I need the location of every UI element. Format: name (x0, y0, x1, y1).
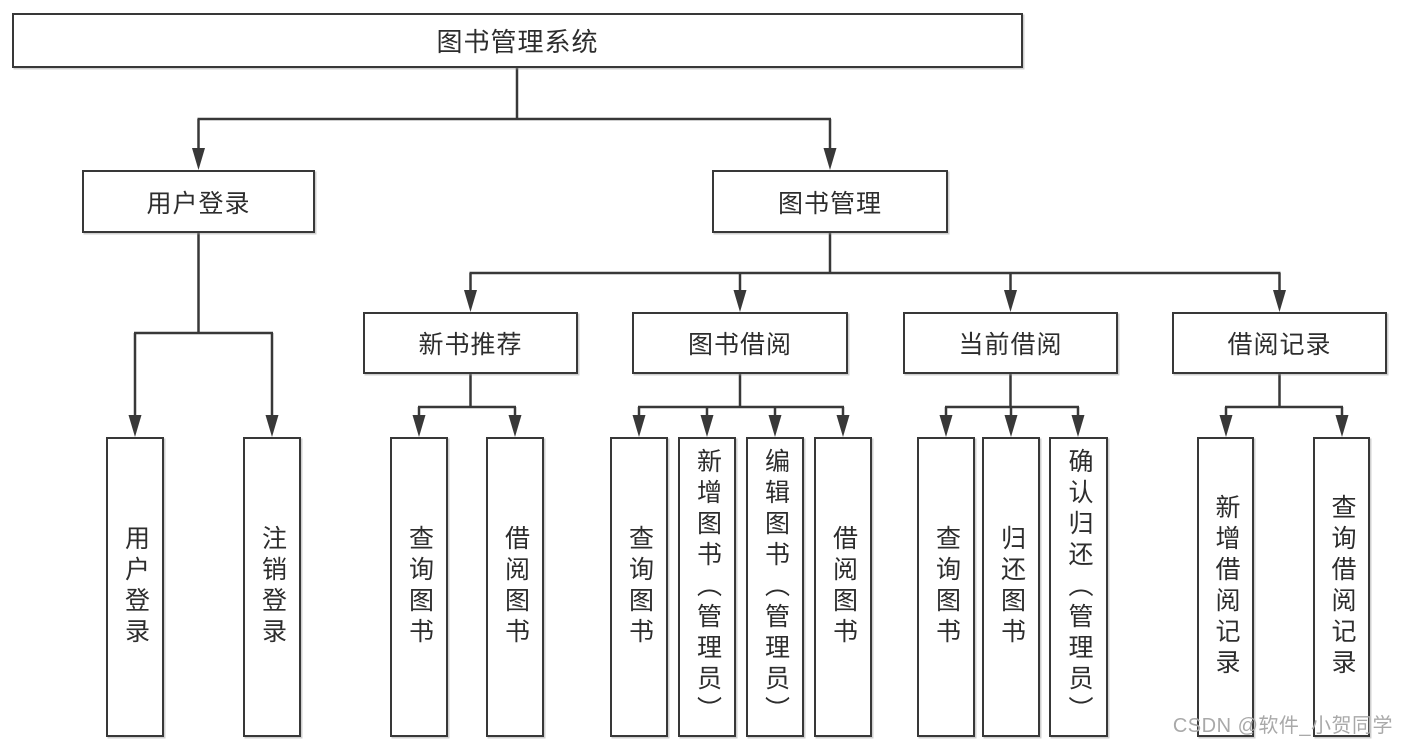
leaf-label: 查询借阅记录 (1328, 494, 1356, 680)
watermark-credit: CSDN @软件_小贺同学 (1172, 715, 1393, 737)
leaf-query-books-recommend: 查询图书 (390, 437, 448, 737)
leaf-label: 编辑图书（管理员） (761, 447, 790, 727)
leaf-label: 注销登录 (258, 525, 287, 649)
leaf-label: 确认归还（管理员） (1065, 447, 1093, 727)
leaf-borrow-books-recommend: 借阅图书 (486, 437, 544, 737)
node-current-borrow: 当前借阅 (903, 312, 1118, 374)
leaf-label: 用户登录 (121, 525, 150, 649)
leaf-add-borrow-record: 新增借阅记录 (1197, 437, 1254, 737)
leaf-logout-login: 注销登录 (243, 437, 301, 737)
leaf-edit-books-admin: 编辑图书（管理员） (746, 437, 804, 737)
leaf-query-books-current: 查询图书 (917, 437, 975, 737)
leaf-label: 新增借阅记录 (1212, 494, 1240, 680)
node-user-login: 用户登录 (82, 170, 315, 233)
leaf-user-login: 用户登录 (106, 437, 164, 737)
node-new-book-recommend: 新书推荐 (363, 312, 578, 374)
node-borrow-records: 借阅记录 (1172, 312, 1387, 374)
leaf-label: 查询图书 (625, 525, 654, 649)
leaf-query-books-borrow: 查询图书 (610, 437, 668, 737)
leaf-label: 借阅图书 (501, 525, 530, 649)
leaf-label: 新增图书（管理员） (693, 447, 722, 727)
leaf-label: 查询图书 (405, 525, 434, 649)
node-library-system: 图书管理系统 (12, 13, 1023, 68)
leaf-return-books: 归还图书 (982, 437, 1040, 737)
leaf-label: 归还图书 (997, 525, 1026, 649)
node-book-management: 图书管理 (712, 170, 948, 233)
leaf-confirm-return-admin: 确认归还（管理员） (1049, 437, 1108, 737)
leaf-borrow-books-borrow: 借阅图书 (814, 437, 872, 737)
node-book-borrow: 图书借阅 (632, 312, 848, 374)
leaf-query-borrow-record: 查询借阅记录 (1313, 437, 1370, 737)
leaf-add-books-admin: 新增图书（管理员） (678, 437, 736, 737)
leaf-label: 借阅图书 (829, 525, 858, 649)
leaf-label: 查询图书 (932, 525, 961, 649)
